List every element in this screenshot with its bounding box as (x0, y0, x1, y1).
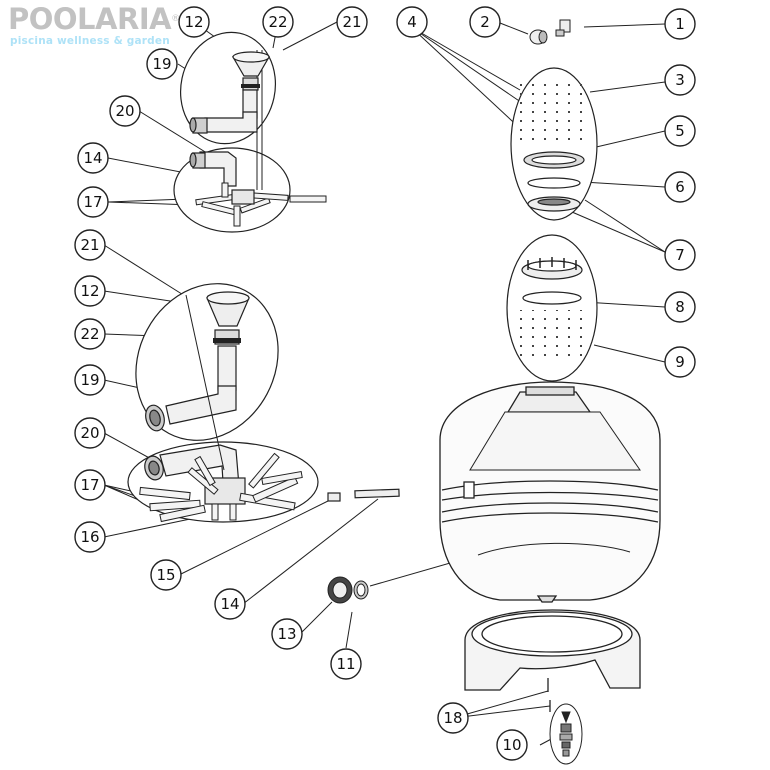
callout-2: 2 (469, 6, 501, 38)
svg-text:12: 12 (80, 282, 99, 300)
callout-13: 13 (271, 618, 303, 650)
filter-tank (439, 381, 661, 603)
svg-text:2: 2 (480, 13, 490, 31)
brand-tagline: piscina wellness & garden (10, 35, 170, 47)
callout-16: 16 (74, 521, 106, 553)
drain-plug-parts (529, 19, 571, 45)
svg-text:3: 3 (675, 71, 685, 89)
svg-text:14: 14 (83, 149, 102, 167)
svg-text:4: 4 (407, 13, 417, 31)
svg-text:21: 21 (80, 236, 99, 254)
callout-4: 4 (396, 6, 428, 38)
svg-text:16: 16 (80, 528, 99, 546)
callout-1: 1 (664, 8, 696, 40)
tank-base (464, 609, 641, 712)
callout-17b: 17 (74, 469, 106, 501)
svg-text:7: 7 (675, 246, 685, 264)
svg-text:20: 20 (80, 424, 99, 442)
svg-text:18: 18 (443, 709, 462, 727)
svg-text:1: 1 (675, 15, 685, 33)
registered-mark: ® (171, 14, 180, 24)
svg-text:22: 22 (268, 13, 287, 31)
svg-text:13: 13 (277, 625, 296, 643)
svg-text:21: 21 (342, 13, 361, 31)
callout-19a: 19 (146, 48, 178, 80)
svg-text:9: 9 (675, 353, 685, 371)
callouts: 1 2 3 4 5 6 7 8 9 10 11 12 12 13 14 14 1… (74, 6, 696, 761)
callout-10: 10 (496, 729, 528, 761)
callout-5: 5 (664, 115, 696, 147)
upper-internals-group (173, 31, 327, 233)
svg-text:19: 19 (80, 371, 99, 389)
drain-valve-group (549, 703, 583, 765)
callout-21b: 21 (74, 229, 106, 261)
svg-text:11: 11 (336, 655, 355, 673)
callout-19b: 19 (74, 364, 106, 396)
union-fittings (327, 576, 369, 604)
callout-17a: 17 (77, 186, 109, 218)
callout-20b: 20 (74, 417, 106, 449)
callout-3: 3 (664, 64, 696, 96)
svg-text:20: 20 (115, 102, 134, 120)
svg-text:17: 17 (80, 476, 99, 494)
svg-text:5: 5 (675, 122, 685, 140)
callout-9: 9 (664, 346, 696, 378)
svg-text:8: 8 (675, 298, 685, 316)
svg-text:19: 19 (152, 55, 171, 73)
callout-20a: 20 (109, 95, 141, 127)
callout-21a: 21 (336, 6, 368, 38)
brand-name: POOLARIA (8, 2, 172, 36)
callout-22a: 22 (262, 6, 294, 38)
callout-14b: 14 (214, 588, 246, 620)
svg-text:6: 6 (675, 178, 685, 196)
svg-text:17: 17 (83, 193, 102, 211)
callout-15: 15 (150, 559, 182, 591)
callout-18: 18 (437, 702, 469, 734)
svg-text:10: 10 (502, 736, 521, 754)
callout-12b: 12 (74, 275, 106, 307)
callout-12a: 12 (178, 6, 210, 38)
callout-11: 11 (330, 648, 362, 680)
callout-14a: 14 (77, 142, 109, 174)
callout-6: 6 (664, 171, 696, 203)
svg-text:22: 22 (80, 325, 99, 343)
callout-7: 7 (664, 239, 696, 271)
svg-text:15: 15 (156, 566, 175, 584)
svg-text:14: 14 (220, 595, 239, 613)
top-cover-group (510, 67, 598, 221)
lower-internals-group (127, 283, 400, 523)
brand-logo: POOLARIA® (8, 4, 180, 34)
callout-8: 8 (664, 291, 696, 323)
bottom-cover-group (506, 234, 598, 382)
svg-text:12: 12 (184, 13, 203, 31)
callout-22b: 22 (74, 318, 106, 350)
